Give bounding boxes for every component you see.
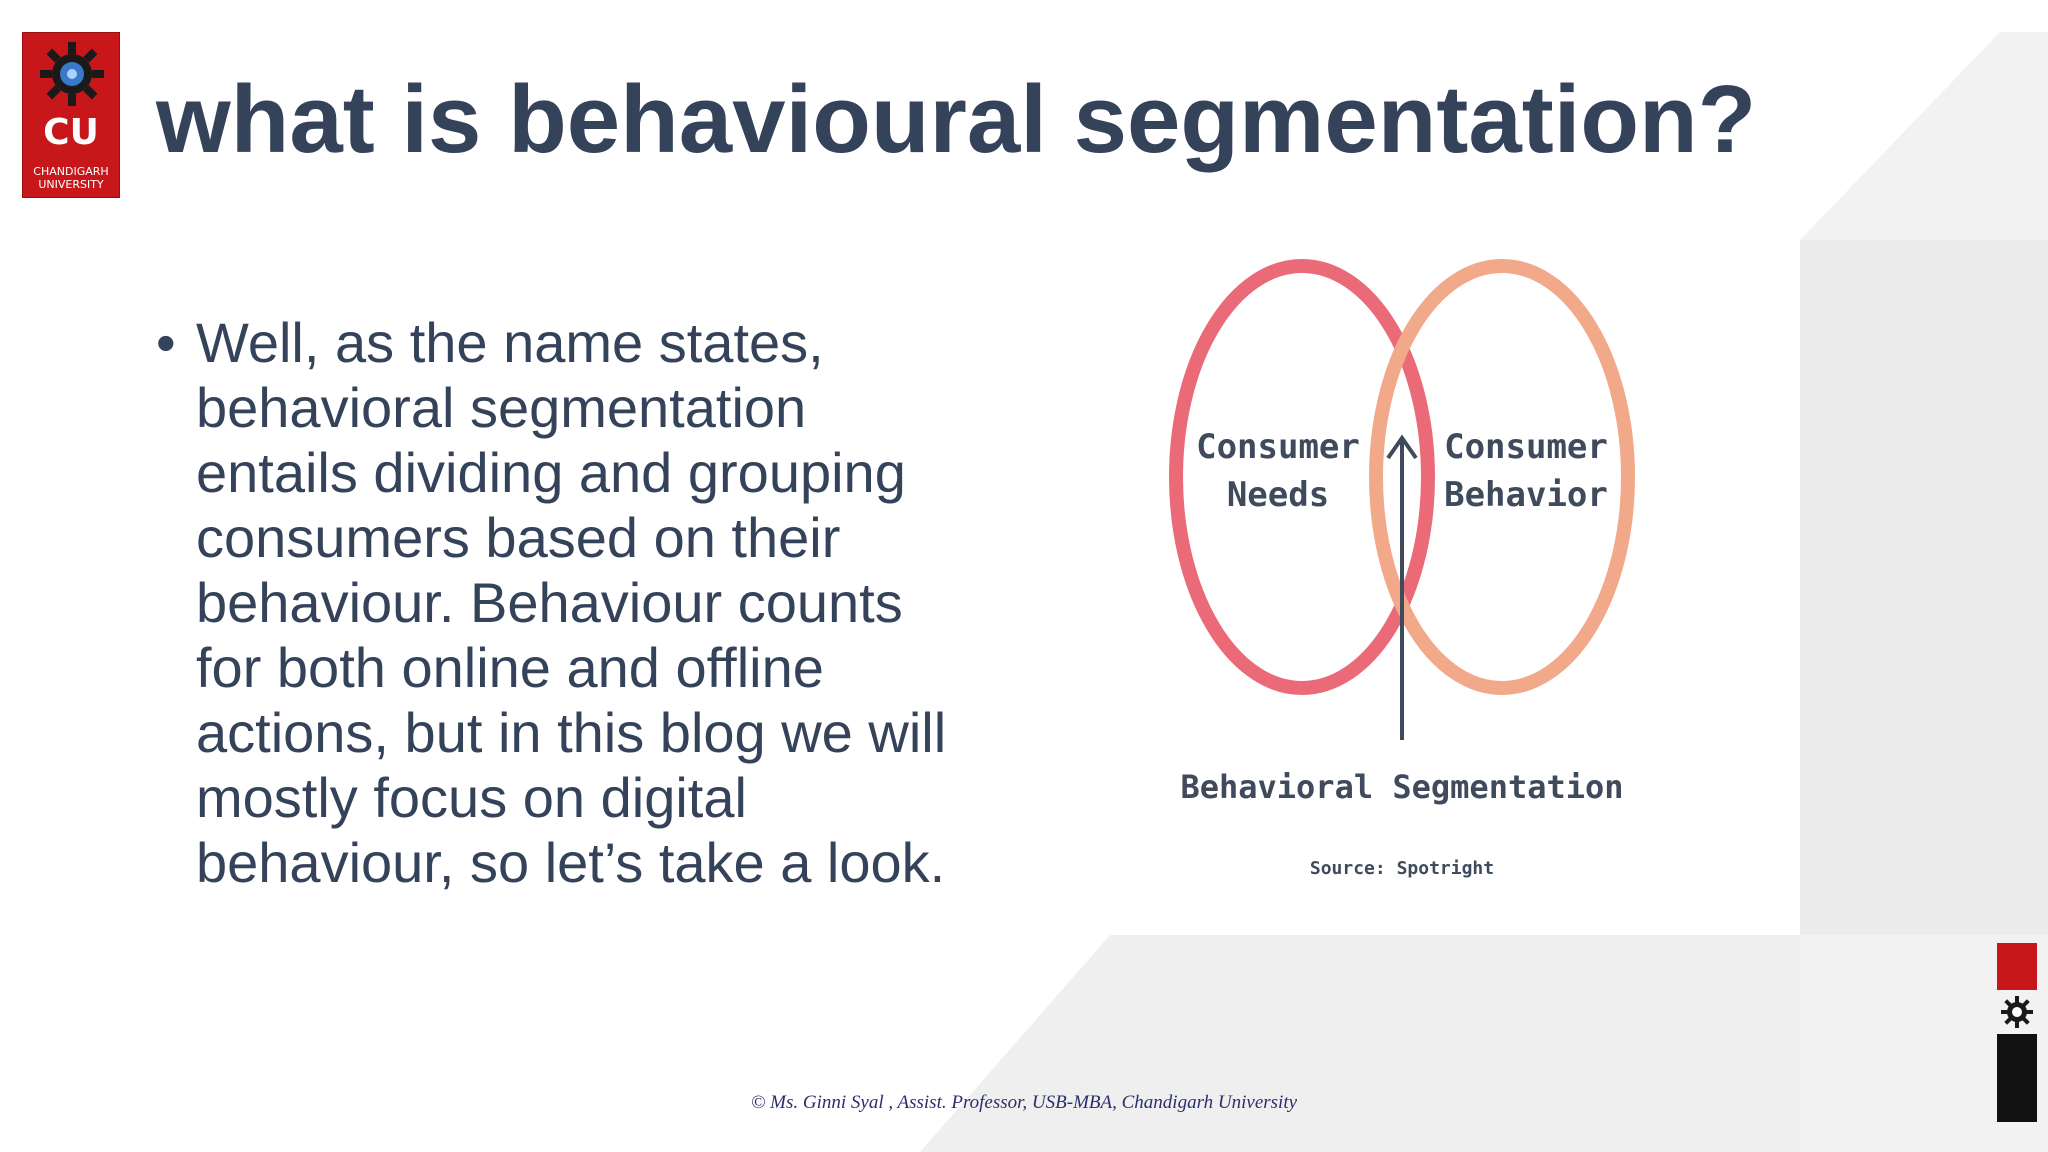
arrow-head-icon — [1386, 434, 1418, 460]
right-circle-label-line1: Consumer — [1444, 427, 1608, 467]
left-circle-label-line2: Needs — [1227, 475, 1329, 515]
side-black-block — [1997, 1034, 2037, 1122]
venn-diagram-panel: Consumer Needs Consumer Behavior Behavio… — [1100, 240, 1796, 930]
university-logo: CU CHANDIGARH UNIVERSITY — [22, 32, 120, 198]
footer-credit: © Ms. Ginni Syal , Assist. Professor, US… — [750, 1092, 1298, 1113]
slide-title: what is behavioural segmentation? — [156, 66, 1757, 173]
consumer-needs-circle — [1169, 259, 1435, 695]
side-red-block — [1997, 943, 2037, 990]
left-circle-label-line1: Consumer — [1196, 427, 1360, 467]
right-circle-label-line2: Behavior — [1444, 475, 1608, 515]
bullet-marker: • — [156, 311, 176, 374]
side-gear-icon — [2001, 996, 2033, 1028]
consumer-behavior-circle — [1369, 259, 1635, 695]
logo-university-name: CHANDIGARH UNIVERSITY — [33, 165, 109, 191]
logo-abbreviation: CU — [43, 112, 99, 153]
bullet-text: Well, as the name states, behavioral seg… — [196, 311, 947, 894]
gear-emblem-icon — [40, 42, 104, 106]
venn-diagram: Consumer Needs Consumer Behavior Behavio… — [1169, 259, 1635, 879]
diagram-caption: Behavioral Segmentation — [1180, 768, 1623, 806]
diagram-source: Source: Spotright — [1310, 858, 1494, 879]
